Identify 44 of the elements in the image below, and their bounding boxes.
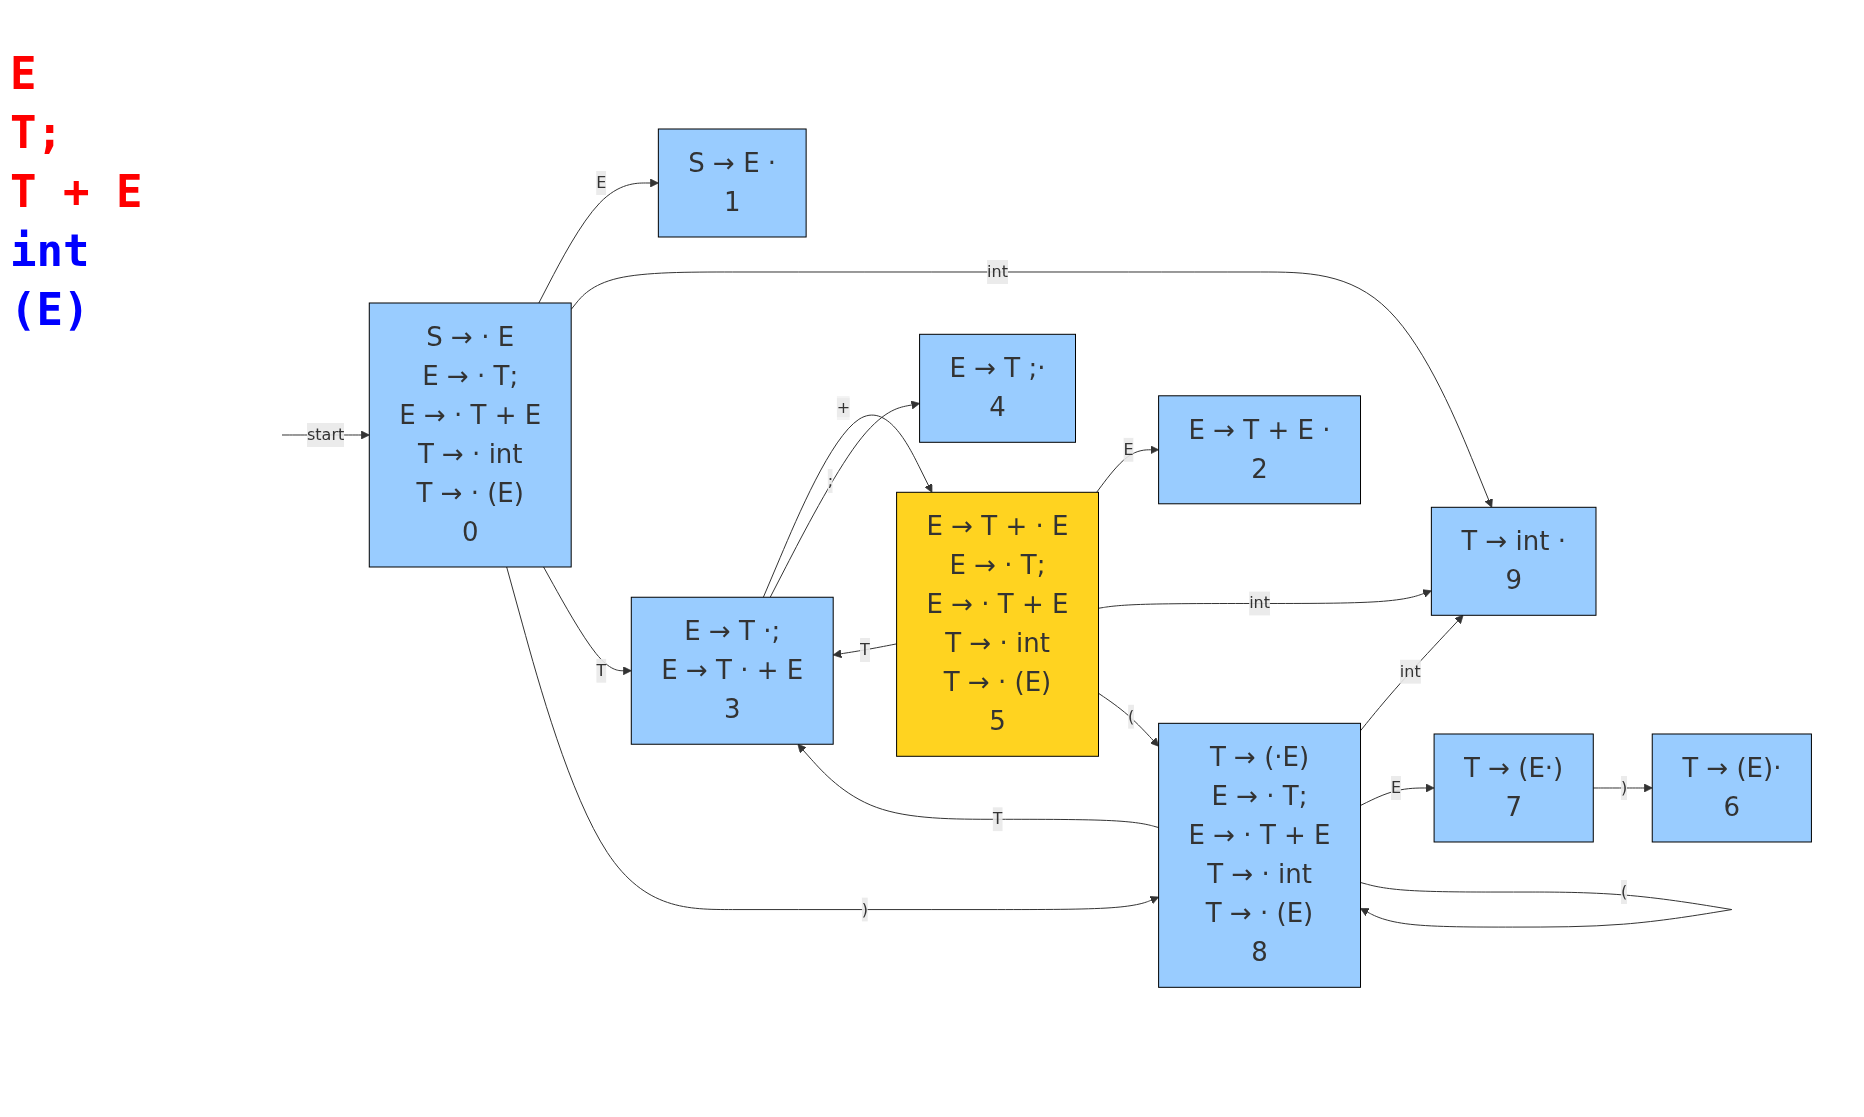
grammar-label: E xyxy=(10,48,38,99)
arrow xyxy=(1360,615,1464,732)
edge-label: int xyxy=(1400,662,1421,682)
arrow xyxy=(797,744,1160,829)
edge-label: start xyxy=(307,425,345,445)
edge-label: ) xyxy=(1621,778,1628,798)
arrow xyxy=(1096,445,1160,494)
arrow xyxy=(1098,693,1160,747)
grammar-label: T; xyxy=(10,107,64,158)
edge-label: T xyxy=(596,661,607,681)
arrow xyxy=(543,566,632,676)
arrow xyxy=(833,643,898,659)
arrow xyxy=(1360,783,1435,807)
node-box: E → T + E · 2 xyxy=(1158,395,1362,505)
node-box: T → (·E) E → · T; E → · T + E T → · int T → · (E) 8 xyxy=(1158,723,1362,989)
node-box: E → T ·; E → T · + E 3 xyxy=(631,597,834,746)
node-box: T → (E)· 6 xyxy=(1652,733,1813,843)
node-box: E → T + · E E → · T; E → · T + E T → · int T → · (E) 5 xyxy=(896,492,1100,758)
arrow xyxy=(1593,783,1653,793)
arrow xyxy=(506,566,1160,911)
edge-label: E xyxy=(1391,778,1402,798)
edge-label: T xyxy=(992,809,1003,829)
edge-label: int xyxy=(1249,593,1271,613)
grammar-label: (E) xyxy=(10,284,91,335)
node-box: T → int · 9 xyxy=(1431,507,1597,617)
edge-label: E xyxy=(1123,440,1134,460)
node-box: S → · E E → · T; E → · T + E T → · int T → · (E) 0 xyxy=(369,302,572,568)
edge-label: ; xyxy=(827,471,834,491)
node-box: S → E · 1 xyxy=(658,128,807,238)
edge-label: ) xyxy=(862,899,869,919)
edge-label: E xyxy=(596,173,607,193)
grammar-label: T + E xyxy=(10,166,144,217)
edge-label: ( xyxy=(1621,882,1628,902)
arrow xyxy=(763,414,933,599)
edge-label: + xyxy=(837,398,851,418)
arrow xyxy=(1360,882,1733,928)
arrow xyxy=(570,271,1494,509)
edge-label: int xyxy=(987,262,1009,282)
edge-label: T xyxy=(860,640,871,660)
edge-label: ( xyxy=(1128,707,1135,727)
node-box: T → (E·) 7 xyxy=(1433,733,1595,843)
grammar-label: int xyxy=(10,225,91,276)
arrow xyxy=(1098,589,1433,610)
node-box: E → T ;· 4 xyxy=(919,334,1077,444)
